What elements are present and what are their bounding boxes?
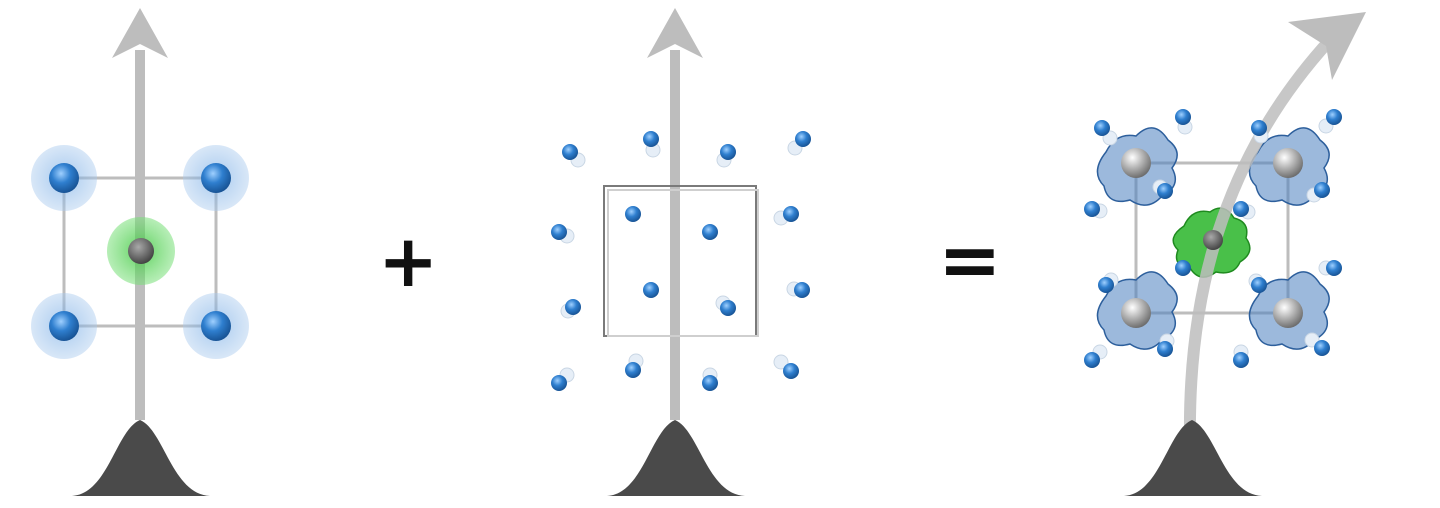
- blue-atom: [783, 206, 799, 222]
- blue-atom: [1157, 183, 1173, 199]
- blue-atom: [720, 300, 736, 316]
- blue-atom: [551, 224, 567, 240]
- panel-1: [31, 8, 249, 496]
- grey-atom: [1121, 148, 1151, 178]
- blue-atom: [1098, 277, 1114, 293]
- diffraction-peak: [1124, 420, 1262, 496]
- blue-atom: [1084, 201, 1100, 217]
- panel-3: [1084, 12, 1366, 496]
- blue-atom: [794, 282, 810, 298]
- blue-atom: [1233, 201, 1249, 217]
- blue-atom: [1084, 352, 1100, 368]
- unit-cell-frame: [1134, 161, 1290, 315]
- unit-cell-frame: [62, 176, 218, 328]
- diffraction-peak: [72, 420, 210, 496]
- unit-cell-frame: [603, 185, 759, 337]
- deflected-beam-arrow: [1183, 12, 1366, 441]
- blue-atom: [201, 311, 231, 341]
- blue-atom: [201, 163, 231, 193]
- blue-atom: [49, 311, 79, 341]
- grey-atom: [1273, 148, 1303, 178]
- displaced-atoms: [1084, 109, 1342, 368]
- atoms: [1121, 148, 1303, 328]
- blue-atom: [1326, 260, 1342, 276]
- grey-atom: [1121, 298, 1151, 328]
- blue-atom: [1251, 277, 1267, 293]
- blue-atom: [783, 363, 799, 379]
- beam-arrow: [112, 8, 168, 420]
- blue-atom: [565, 299, 581, 315]
- beam-arrow: [647, 8, 703, 420]
- blue-atom: [1314, 340, 1330, 356]
- blue-atom: [643, 131, 659, 147]
- grey-atom: [1273, 298, 1303, 328]
- blue-atom: [625, 362, 641, 378]
- blue-atom: [720, 144, 736, 160]
- blue-atom: [49, 163, 79, 193]
- blue-atom: [1314, 182, 1330, 198]
- blue-atom: [702, 224, 718, 240]
- blue-atom: [1094, 120, 1110, 136]
- atoms: [49, 163, 231, 341]
- blue-atom: [795, 131, 811, 147]
- blue-atom: [643, 282, 659, 298]
- grey-atom: [128, 238, 154, 264]
- grey-atom: [1203, 230, 1223, 250]
- blue-atom: [1326, 109, 1342, 125]
- blue-atom: [1233, 352, 1249, 368]
- blue-atom: [702, 375, 718, 391]
- blue-atom: [562, 144, 578, 160]
- blue-atom: [551, 375, 567, 391]
- blue-atom: [1175, 260, 1191, 276]
- equals-operator: =: [938, 215, 1002, 304]
- blue-atom: [1175, 109, 1191, 125]
- panel-2: [551, 8, 811, 496]
- displaced-atoms: [551, 131, 811, 391]
- plus-operator: +: [378, 219, 439, 303]
- diffraction-peak: [607, 420, 745, 496]
- blue-atom: [1157, 341, 1173, 357]
- blue-atom: [625, 206, 641, 222]
- blue-atom: [1251, 120, 1267, 136]
- ghost-atom: [773, 354, 789, 370]
